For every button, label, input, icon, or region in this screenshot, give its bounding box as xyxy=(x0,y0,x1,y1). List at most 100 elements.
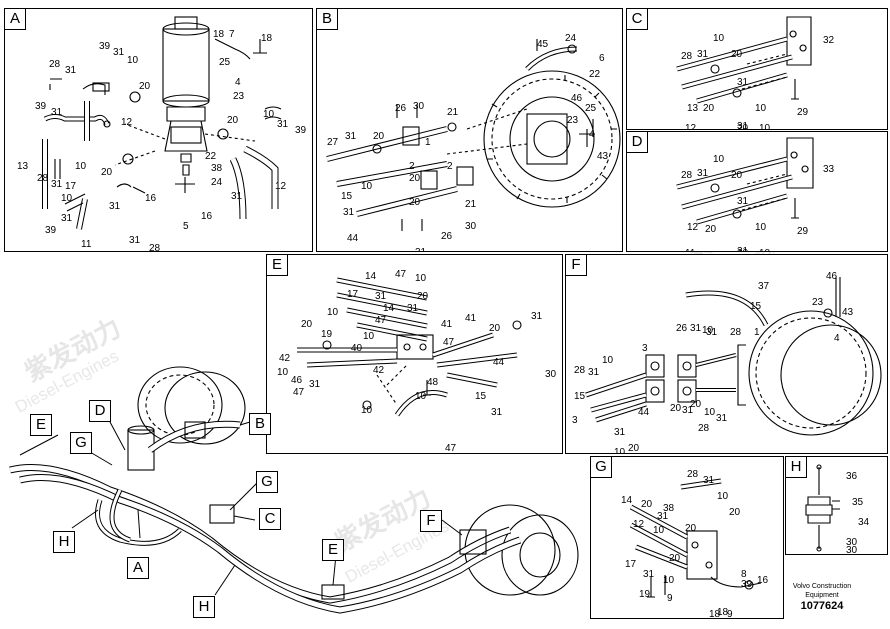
item-number-label: 31 xyxy=(51,107,63,118)
item-number-label: 39 xyxy=(35,101,47,112)
item-number-label: 3 xyxy=(572,415,578,426)
item-number-label: 38 xyxy=(211,163,223,174)
item-number-label: 10 xyxy=(702,325,714,336)
item-number-label: 20 xyxy=(628,443,640,453)
item-number-label: 13 xyxy=(17,161,29,172)
item-number-label: 23 xyxy=(812,297,824,308)
item-number-label: 47 xyxy=(293,387,305,398)
item-number-label: 31 xyxy=(697,49,709,60)
item-number-label: 20 xyxy=(705,224,717,235)
item-number-label: 17 xyxy=(65,181,77,192)
item-number-label: 12 xyxy=(687,222,699,233)
item-number-label: 10 xyxy=(75,161,87,172)
item-number-label: 12 xyxy=(275,181,287,192)
item-number-label: 6 xyxy=(599,53,605,64)
item-number-label: 18 xyxy=(709,609,721,618)
item-number-label: 41 xyxy=(465,313,477,324)
item-number-label: 18 xyxy=(213,29,225,40)
item-number-label: 31 xyxy=(51,179,63,190)
item-number-label: 46 xyxy=(571,93,583,104)
item-number-label: 24 xyxy=(211,177,223,188)
item-number-label: 21 xyxy=(465,199,477,210)
callout-e: E xyxy=(30,414,52,436)
item-number-label: 28 xyxy=(698,423,710,434)
credit-text: Volvo Construction Equipment xyxy=(787,582,857,600)
item-number-label: 28 xyxy=(149,243,161,251)
item-number-label: 31 xyxy=(614,427,626,438)
item-number-label: 41 xyxy=(441,319,453,330)
item-number-label: 31 xyxy=(343,207,355,218)
item-number-label: 20 xyxy=(703,103,715,114)
item-number-label: 15 xyxy=(750,301,762,312)
item-number-label: 30 xyxy=(465,221,477,232)
item-number-label: 1 xyxy=(754,327,760,338)
item-number-label: 31 xyxy=(703,475,715,486)
item-number-label: 21 xyxy=(447,107,459,118)
item-number-label: 31 xyxy=(716,413,728,424)
credit-line-1: Volvo Construction xyxy=(792,583,852,590)
item-number-label: 28 xyxy=(37,173,49,184)
item-number-label: 31 xyxy=(706,327,718,338)
item-number-label: 20 xyxy=(489,323,501,334)
item-number-label: 30 xyxy=(545,369,557,380)
panel-h-tag: H xyxy=(785,456,807,478)
item-number-label: 47 xyxy=(395,269,407,280)
item-number-label: 10 xyxy=(415,391,427,402)
item-number-label: 10 xyxy=(704,407,716,418)
item-number-label: 2 xyxy=(409,161,415,172)
item-number-label: 47 xyxy=(443,337,455,348)
item-number-label: 20 xyxy=(641,499,653,510)
item-number-label: 10 xyxy=(361,405,373,416)
item-number-label: 18 xyxy=(261,33,273,44)
item-number-label: 10 xyxy=(602,355,614,366)
item-number-label: 10 xyxy=(361,181,373,192)
item-number-label: 11 xyxy=(81,239,92,250)
item-number-label: 44 xyxy=(347,233,359,244)
item-number-label: 10 xyxy=(61,193,73,204)
callout-a: A xyxy=(127,557,149,579)
item-number-label: 10 xyxy=(755,222,767,233)
item-number-label: 42 xyxy=(279,353,291,364)
item-number-label: 2 xyxy=(447,161,453,172)
item-number-label: 33 xyxy=(823,164,835,175)
item-number-label: 39 xyxy=(45,225,57,236)
item-number-label: 14 xyxy=(621,495,633,506)
item-number-label: 20 xyxy=(417,291,429,302)
item-number-label: 20 xyxy=(737,123,749,129)
item-number-label: 48 xyxy=(427,377,439,388)
item-number-label: 25 xyxy=(585,103,597,114)
panel-d-tag: D xyxy=(626,131,648,153)
panel-a-tag: A xyxy=(4,8,26,30)
item-number-label: 45 xyxy=(537,39,549,50)
item-number-label: 10 xyxy=(614,447,626,453)
item-number-label: 28 xyxy=(730,327,742,338)
item-number-label: 14 xyxy=(383,303,395,314)
item-number-label: 22 xyxy=(205,151,217,162)
item-number-label: 12 xyxy=(633,519,645,530)
item-number-label: 39 xyxy=(741,579,753,590)
item-number-label: 38 xyxy=(663,503,675,514)
item-number-label: 16 xyxy=(201,211,213,222)
item-number-label: 10 xyxy=(327,307,339,318)
item-number-label: 28 xyxy=(681,51,693,62)
item-number-label: 17 xyxy=(347,289,359,300)
item-number-label: 28 xyxy=(687,469,699,480)
item-number-label: 26 xyxy=(676,323,688,334)
item-number-label: 28 xyxy=(681,170,693,181)
item-number-label: 10 xyxy=(415,273,427,284)
item-number-label: 46 xyxy=(291,375,303,386)
item-number-label: 20 xyxy=(373,131,385,142)
item-number-label: 11 xyxy=(685,248,696,251)
item-number-label: 47 xyxy=(375,315,387,326)
item-number-label: 10 xyxy=(263,109,275,120)
item-number-label: 20 xyxy=(731,170,743,181)
item-number-label: 19 xyxy=(639,589,651,600)
item-number-label: 4 xyxy=(834,333,840,344)
item-number-label: 15 xyxy=(341,191,353,202)
item-number-label: 31 xyxy=(657,511,669,522)
